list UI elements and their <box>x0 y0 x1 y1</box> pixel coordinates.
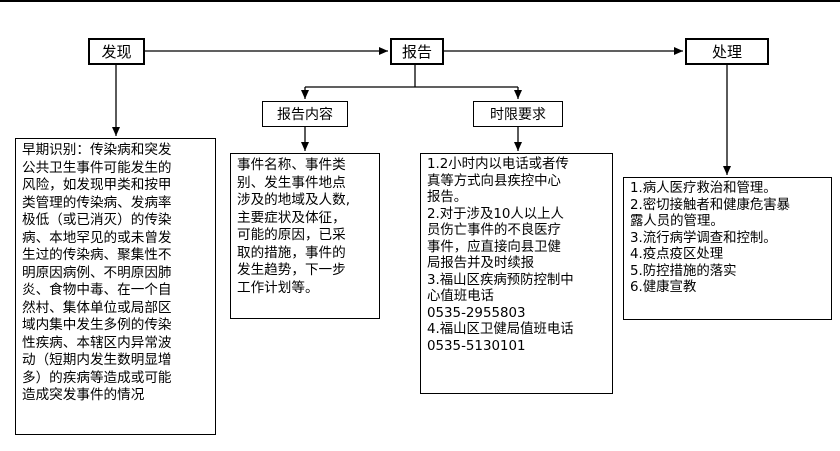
node-report-content: 报告内容 <box>262 101 348 127</box>
discover-detail-box: 早期识别：传染病和突发 公共卫生事件可能发生的 风险，如发现甲类和按甲 类管理的… <box>15 138 216 435</box>
node-report: 报告 <box>390 38 444 65</box>
node-report-label: 报告 <box>401 43 432 61</box>
top-border-line <box>0 0 840 2</box>
time-requirement-detail-box: 1.2小时内以电话或者传 真等方式向县疾控中心 报告。 2.对于涉及10人以上人… <box>420 153 613 394</box>
node-discover: 发现 <box>88 38 145 65</box>
node-time-requirement-label: 时限要求 <box>490 107 546 123</box>
report-content-detail-box: 事件名称、事件类 别、发生事件地点 涉及的地域及人数, 主要症状及体征， 可能的… <box>230 153 380 319</box>
node-discover-label: 发现 <box>101 43 132 61</box>
node-handle-label: 处理 <box>711 43 742 61</box>
node-handle: 处理 <box>685 38 769 65</box>
handle-detail-box: 1.病人医疗救治和管理。 2.密切接触者和健康危害暴 露人员的管理。 3.流行病… <box>623 177 832 320</box>
node-report-content-label: 报告内容 <box>277 107 333 123</box>
node-time-requirement: 时限要求 <box>473 101 563 127</box>
